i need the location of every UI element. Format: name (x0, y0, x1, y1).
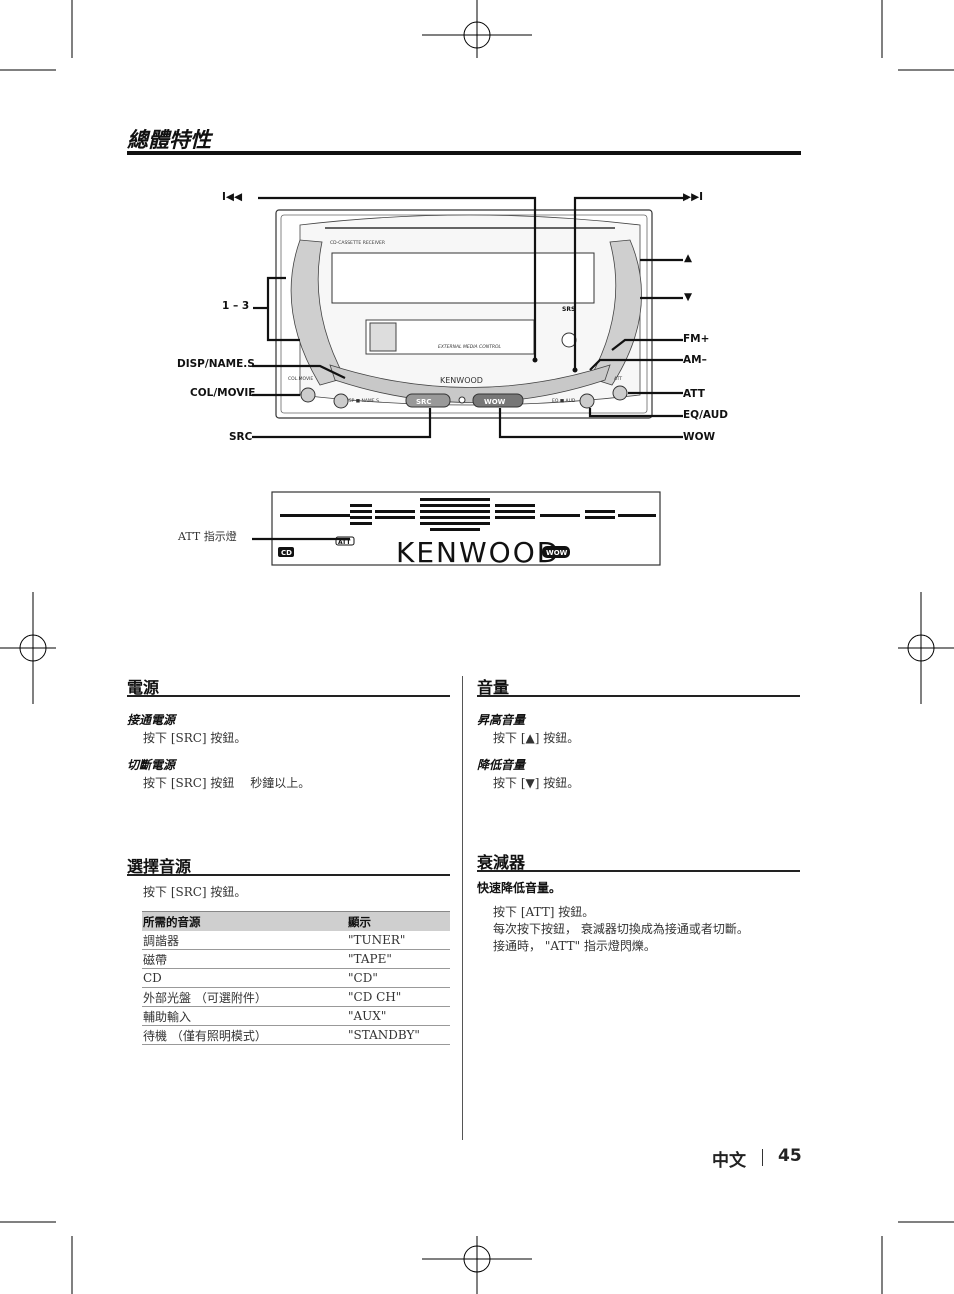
eq-aud-text: EQ ■ AUD (552, 398, 576, 404)
disp-name-text: DISP ■ NAME.S (344, 398, 379, 404)
source-rule (127, 874, 450, 876)
display-cell: "TUNER" (347, 931, 450, 950)
volume-down-label: ▼ (684, 291, 693, 303)
src-label: SRC (229, 431, 253, 443)
indicator-led (458, 396, 466, 404)
source-cell: 輔助輸入 (142, 1006, 347, 1026)
lcd-display: CD ATT KENWOOD WOW (252, 491, 661, 569)
table-row: 外部光盤 （可選附件）"CD CH" (142, 987, 450, 1007)
power-off-text: 按下 [SRC] 按鈕 秒鐘以上。 (143, 776, 311, 790)
attenuator-rule (477, 870, 800, 872)
wow-badge-bg (542, 546, 570, 558)
column-divider (462, 676, 463, 1140)
col-movie-text: COL.MOVIE (288, 376, 313, 382)
display-cell: "CD CH" (347, 987, 450, 1007)
spectrum-bars (280, 498, 656, 531)
volume-down-text: 按下 [▼] 按鈕。 (493, 776, 580, 790)
volume-rule (477, 695, 800, 697)
srs-logo: SRS (562, 306, 575, 313)
volume-up-label: ▲ (684, 252, 693, 264)
wow-button[interactable] (472, 393, 524, 408)
wow-label: WOW (683, 431, 716, 443)
att-text: ATT (614, 376, 622, 382)
footer-separator (762, 1149, 763, 1166)
callout-lines (252, 196, 688, 439)
eq-aud-button[interactable] (579, 393, 595, 409)
volume-heading: 音量 (477, 678, 510, 697)
next-track-label: ▶▶I (683, 191, 704, 203)
footer-language: 中文 (712, 1151, 746, 1171)
table-row: 待機 （僅有照明模式）"STANDBY" (142, 1025, 450, 1045)
att-label: ATT (683, 388, 705, 400)
table-header-source: 所需的音源 (142, 911, 347, 931)
table-header-display: 顯示 (347, 911, 450, 931)
disp-label: DISP/NAME.S (177, 358, 255, 370)
attenuator-heading: 衰減器 (477, 853, 526, 872)
eq-label: EQ/AUD (683, 409, 728, 421)
att-indicator-label: ATT 指示燈 (178, 530, 237, 543)
display-cell: "CD" (347, 968, 450, 988)
wow-button-label: WOW (484, 398, 506, 406)
brand-text: KENWOOD (440, 376, 483, 385)
col-label: COL/MOVIE (190, 387, 256, 399)
source-cell: 待機 （僅有照明模式） (142, 1025, 347, 1045)
col-movie-button[interactable] (300, 387, 316, 403)
lcd-brand-text: KENWOOD (396, 536, 560, 569)
source-cell: 磁帶 (142, 949, 347, 969)
cd-badge-bg (278, 547, 294, 557)
display-cell: "TAPE" (347, 949, 450, 969)
power-heading: 電源 (127, 678, 160, 697)
source-cell: 調諧器 (142, 931, 347, 950)
faceplate-body (275, 209, 653, 419)
display-cell: "AUX" (347, 1006, 450, 1026)
attenuator-line-3: 接通時， "ATT" 指示燈閃爍。 (493, 939, 656, 953)
page-title: 總體特性 (127, 128, 211, 152)
table-row: 調諧器"TUNER" (142, 931, 450, 950)
disp-button[interactable] (333, 393, 349, 409)
display-cell: "STANDBY" (347, 1025, 450, 1045)
att-badge-box (335, 536, 355, 546)
model-line-text: CD-CASSETTE RECEIVER (330, 240, 385, 246)
att-badge: ATT (338, 539, 351, 546)
attenuator-line-2: 每次按下按鈕， 衰減器切換成為接通或者切斷。 (493, 922, 749, 936)
source-heading: 選擇音源 (127, 857, 192, 876)
table-row: CD"CD" (142, 968, 450, 988)
volume-up-title: 昇高音量 (477, 713, 526, 727)
table-row: 磁帶"TAPE" (142, 949, 450, 969)
am-label: AM– (683, 354, 707, 366)
volume-up-text: 按下 [▲] 按鈕。 (493, 731, 580, 745)
power-on-title: 接通電源 (127, 713, 176, 727)
source-cell: 外部光盤 （可選附件） (142, 987, 347, 1007)
source-table: 所需的音源 顯示 調諧器"TUNER" 磁帶"TAPE" CD"CD" 外部光盤… (142, 911, 450, 1045)
table-header-row: 所需的音源 顯示 (142, 911, 450, 931)
power-rule (127, 695, 450, 697)
callout-dot (572, 367, 578, 373)
source-text: 按下 [SRC] 按鈕。 (143, 885, 247, 899)
cd-badge: CD (281, 549, 292, 557)
att-button[interactable] (612, 385, 628, 401)
callout-dot (532, 357, 538, 363)
attenuator-title: 快速降低音量。 (477, 881, 562, 895)
ext-media-text: EXTERNAL MEDIA CONTROL (438, 344, 502, 350)
src-button[interactable] (405, 393, 451, 408)
faceplate-diagram: CD-CASSETTE RECEIVER EXTERNAL MEDIA CONT… (252, 196, 688, 439)
page-number: 45 (778, 1146, 802, 1166)
fm-label: FM+ (683, 333, 710, 345)
table-row: 輔助輸入"AUX" (142, 1006, 450, 1026)
power-on-text: 按下 [SRC] 按鈕。 (143, 731, 247, 745)
volume-down-title: 降低音量 (477, 758, 526, 772)
power-off-title: 切斷電源 (127, 758, 176, 772)
attenuator-line-1: 按下 [ATT] 按鈕。 (493, 905, 595, 919)
src-button-label: SRC (416, 398, 432, 406)
title-rule (127, 151, 801, 155)
preset-label: 1 – 3 (222, 300, 250, 312)
wow-badge: WOW (546, 549, 568, 557)
prev-track-label: I◀◀ (222, 191, 243, 203)
source-cell: CD (142, 968, 347, 988)
